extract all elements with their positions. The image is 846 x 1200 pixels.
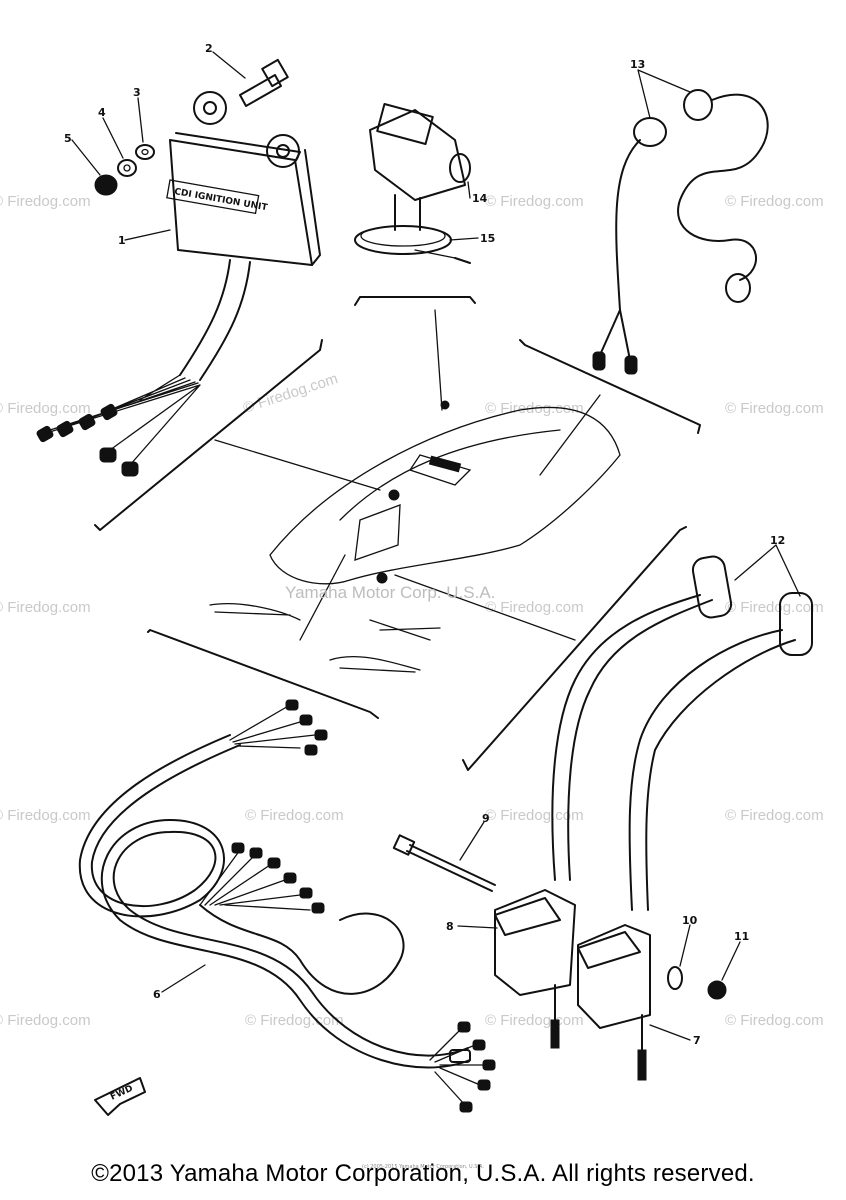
watermark: © Firedog.com	[245, 1012, 344, 1029]
watermark: © Firedog.com	[485, 599, 584, 616]
callout-12: 12	[770, 534, 785, 547]
cdi-ignition-unit: CDI IGNITION UNIT	[36, 91, 321, 477]
lead-wire-assembly	[592, 89, 769, 375]
grouping-brackets	[94, 296, 701, 771]
watermark-layer: © Firedog.com © Firedog.com © Firedog.co…	[0, 193, 824, 1029]
ignition-unit-label: CDI IGNITION UNIT	[173, 187, 268, 213]
watermark: © Firedog.com	[725, 599, 824, 616]
callout-numbers: 1 2 3 4 5 6 7 8 9 10 11 12 13 14 15	[64, 42, 785, 1047]
watermark: © Firedog.com	[485, 807, 584, 824]
copyright-footer: ©2013 Yamaha Motor Corporation, U.S.A. A…	[91, 1160, 755, 1187]
leader-line	[434, 309, 443, 411]
callout-leaders	[71, 51, 801, 1041]
center-stamp: Yamaha Motor Corp. U.S.A.	[285, 583, 495, 602]
callout-5: 5	[64, 132, 72, 145]
callout-4: 4	[98, 106, 106, 119]
watermark: © Firedog.com	[0, 193, 91, 210]
watermark: © Firedog.com	[0, 400, 91, 417]
callout-9: 9	[482, 812, 490, 825]
leader-line	[299, 554, 346, 641]
callout-11: 11	[734, 930, 749, 943]
watermark: © Firedog.com	[725, 400, 824, 417]
callout-15: 15	[480, 232, 495, 245]
high-tension-cords	[551, 555, 813, 911]
watermark: © Firedog.com	[241, 370, 340, 417]
callout-2: 2	[205, 42, 213, 55]
watermark: © Firedog.com	[725, 1012, 824, 1029]
washer-set	[94, 144, 155, 196]
watermark: © Firedog.com	[0, 1012, 91, 1029]
watermark: © Firedog.com	[485, 193, 584, 210]
bracket-coil-top	[354, 296, 476, 306]
callout-13: 13	[630, 58, 645, 71]
watermark: © Firedog.com	[725, 193, 824, 210]
ignition-coil-8	[494, 889, 576, 1049]
fwd-arrow: FWD	[94, 1077, 146, 1116]
leader-line	[214, 439, 381, 491]
leader-line	[539, 394, 601, 476]
callout-14: 14	[472, 192, 488, 205]
bracket-ignition-unit	[94, 339, 323, 531]
nut	[707, 980, 727, 1000]
watermark: © Firedog.com	[485, 1012, 584, 1029]
callout-7: 7	[693, 1034, 701, 1047]
washer	[667, 966, 683, 990]
watermark: © Firedog.com	[0, 807, 91, 824]
bracket-harness	[147, 629, 379, 719]
callout-6: 6	[153, 988, 161, 1001]
snowmobile-illustration: Yamaha Motor Corp. U.S.A.	[209, 400, 621, 673]
ignition-coil-7	[577, 924, 651, 1081]
wire-harness	[78, 699, 496, 1113]
tiny-copyright-notice: (c) 2005-2015 Yamaha Motor Corporation, …	[362, 1164, 484, 1170]
bracket-lead-wire	[519, 339, 701, 434]
callout-8: 8	[446, 920, 454, 933]
bracket-coils	[462, 526, 687, 771]
callout-1: 1	[118, 234, 126, 247]
leader-line	[394, 574, 576, 641]
bolt	[239, 58, 289, 107]
long-bolt	[392, 834, 496, 892]
callout-3: 3	[133, 86, 141, 99]
ignition-coil	[354, 103, 471, 264]
watermark: © Firedog.com	[725, 807, 824, 824]
callout-10: 10	[682, 914, 698, 927]
watermark: © Firedog.com	[245, 807, 344, 824]
watermark: © Firedog.com	[0, 599, 91, 616]
